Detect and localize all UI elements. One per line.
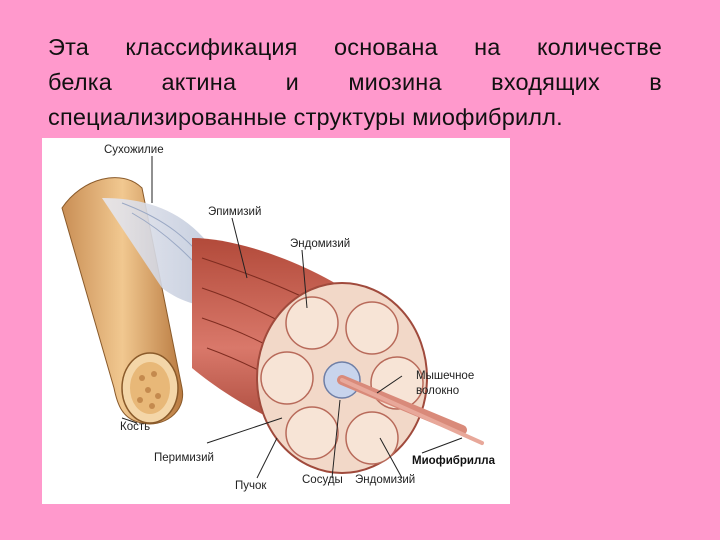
label-endomysium-bottom: Эндомизий bbox=[355, 474, 416, 486]
leader-lines bbox=[121, 156, 463, 479]
label-epimysium: Эпимизий bbox=[208, 206, 262, 218]
text-line-2: белка актина и миозина входящих в bbox=[48, 69, 662, 95]
label-perimysium: Перимизий bbox=[154, 452, 214, 464]
text-line-3: специализированные структуры миофибрилл. bbox=[48, 104, 563, 130]
label-muscle-fiber-line-2: волокно bbox=[416, 385, 460, 397]
label-myofibril: Миофибрилла bbox=[412, 455, 496, 467]
label-bundle: Пучок bbox=[235, 480, 267, 492]
muscle-structure-figure: Сухожилие Эпимизий Эндомизий Мышечное во… bbox=[42, 138, 510, 504]
text-line-1: Эта классификация основана на количестве bbox=[48, 34, 662, 60]
label-bone: Кость bbox=[120, 421, 151, 433]
label-tendon: Сухожилие bbox=[104, 144, 164, 156]
slide-text: Эта классификация основана на количестве… bbox=[48, 30, 662, 135]
label-muscle-fiber-line-1: Мышечное bbox=[416, 370, 475, 382]
label-endomysium-top: Эндомизий bbox=[290, 238, 351, 250]
muscle-cross-section bbox=[256, 282, 484, 474]
muscle-illustration bbox=[61, 156, 484, 479]
label-vessels: Сосуды bbox=[302, 474, 343, 486]
bone bbox=[61, 177, 184, 425]
